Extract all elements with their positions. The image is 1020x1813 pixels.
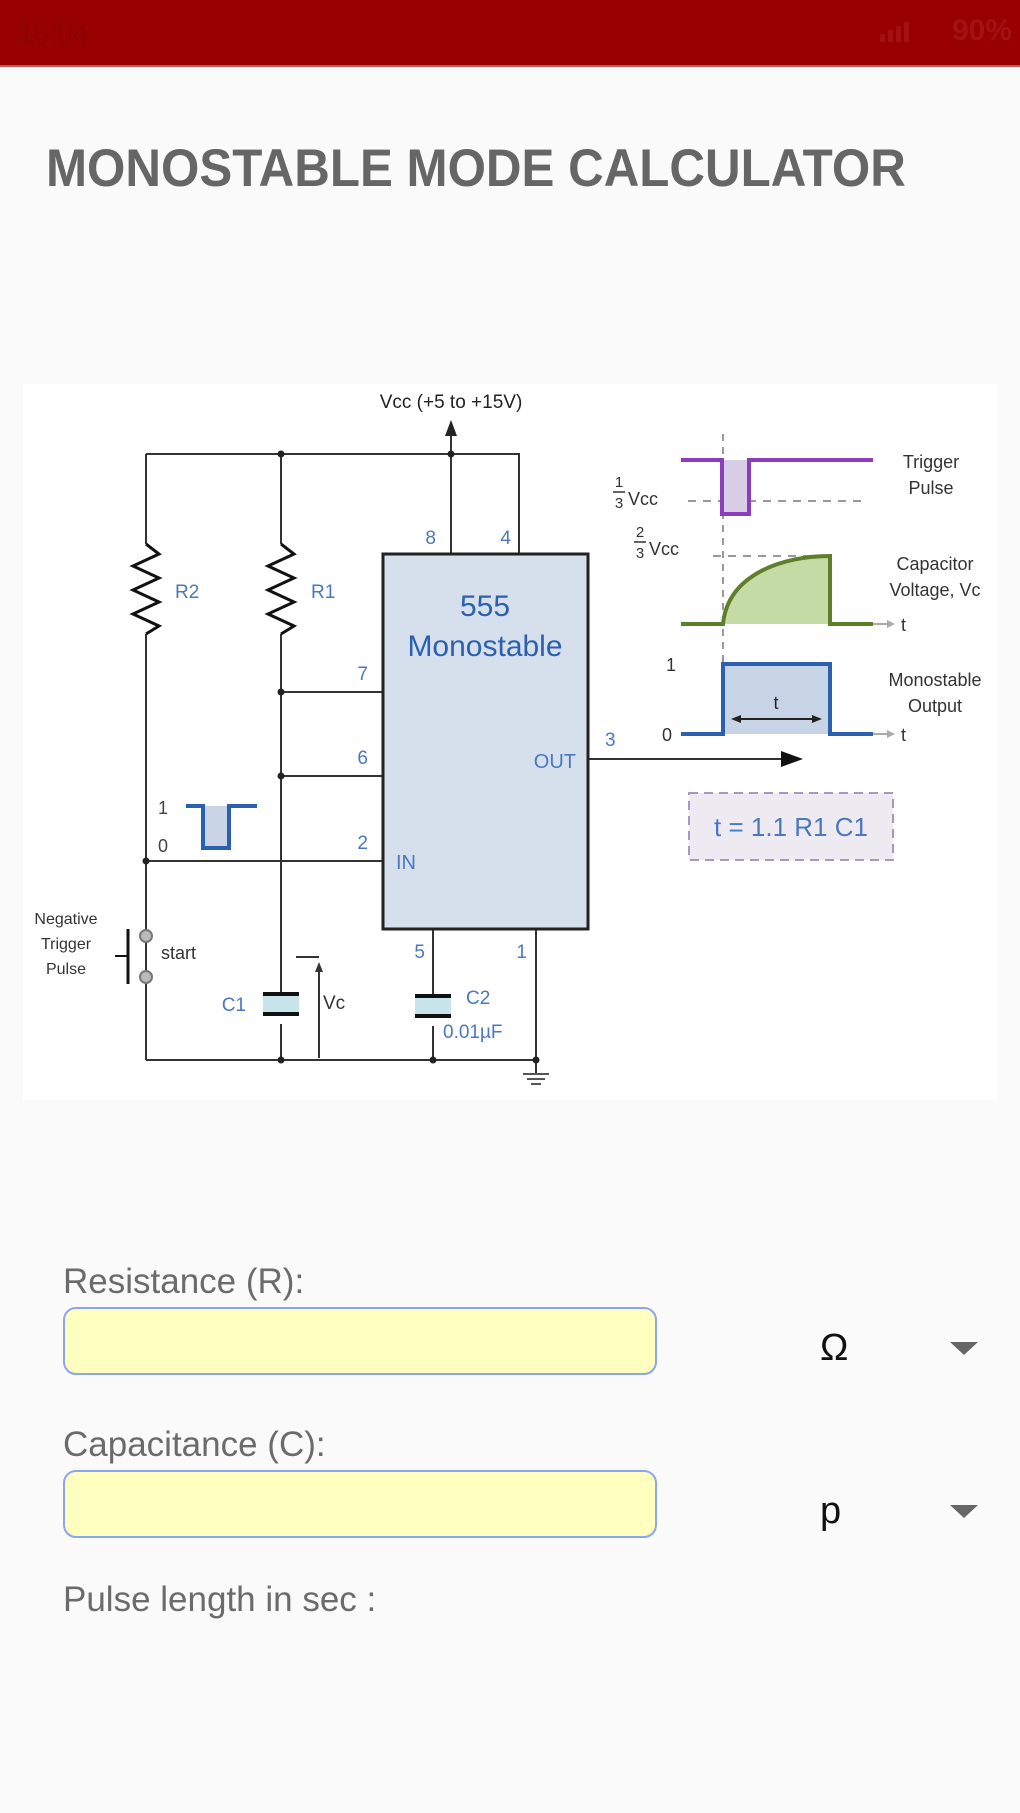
- resistor-r1-icon: [264, 542, 298, 636]
- resistance-unit-value: Ω: [820, 1326, 849, 1369]
- battery-level: 90%: [951, 14, 1012, 47]
- capacitor-waveform: [681, 553, 873, 626]
- input-pulse-icon: [186, 804, 257, 850]
- pin-number-5: 5: [414, 942, 425, 963]
- capacitance-unit-value: p: [820, 1489, 842, 1532]
- chip-555: [381, 552, 590, 931]
- output-axis-arrow-icon: [887, 730, 895, 738]
- c1-label: C1: [222, 995, 246, 1016]
- pin-number-1: 1: [516, 942, 527, 963]
- output-high-label: 1: [666, 655, 676, 675]
- output-axis-label: t: [901, 725, 906, 745]
- pulse-width-label: t: [773, 693, 778, 713]
- pin-out-label: OUT: [534, 751, 576, 773]
- output-waveform: [681, 662, 873, 736]
- pin-in-label: IN: [396, 852, 416, 874]
- trigger-label-line2: Trigger: [41, 936, 92, 953]
- start-switch-icon: [115, 929, 153, 984]
- circuit-diagram: Vcc (+5 to +15V) R2 R1 555 Monostable OU…: [23, 384, 997, 1100]
- trigger-waveform: [681, 458, 873, 516]
- pulse-width-right-arrow-icon: [812, 715, 822, 723]
- capacitance-label: Capacitance (C):: [63, 1425, 326, 1464]
- trigger-threshold-num: 1: [615, 474, 623, 491]
- pin-number-2: 2: [357, 833, 368, 854]
- trigger-label-1: Trigger: [903, 452, 959, 472]
- capacitor-label-1: Capacitor: [896, 554, 973, 574]
- c2-label: C2: [466, 988, 490, 1009]
- trigger-pulse-fill: [722, 460, 749, 514]
- capacitance-unit-dropdown[interactable]: p: [810, 1476, 990, 1546]
- c2-value: 0.01µF: [443, 1022, 503, 1043]
- circuit-diagram-svg: Vcc (+5 to +15V) R2 R1 555 Monostable OU…: [34, 392, 982, 1085]
- capacitor-axis-arrow-icon: [887, 620, 895, 628]
- r2-label: R2: [175, 582, 199, 603]
- pin-number-7: 7: [357, 664, 368, 685]
- capacitor-fill: [723, 556, 830, 624]
- output-arrow-icon: [781, 751, 803, 767]
- signal-icon: [880, 22, 909, 42]
- trigger-threshold-unit: Vcc: [628, 489, 658, 509]
- capacitor-threshold-num: 2: [636, 524, 644, 541]
- formula-text: t = 1.1 R1 C1: [714, 812, 868, 842]
- pin-number-4: 4: [500, 528, 511, 549]
- switch-label: start: [161, 943, 196, 963]
- trigger-label-line3: Pulse: [46, 961, 86, 978]
- trigger-threshold-den: 3: [615, 495, 623, 512]
- trigger-label-line1: Negative: [34, 911, 97, 928]
- pulse-length-label: Pulse length in sec :: [63, 1580, 377, 1619]
- vcc-arrow-icon: [445, 420, 457, 436]
- formula-box: [688, 792, 894, 861]
- output-label-1: Monostable: [888, 670, 981, 690]
- input-pulse-fill: [203, 806, 229, 848]
- r1-label: R1: [311, 582, 335, 603]
- vc-label: Vc: [323, 993, 345, 1014]
- capacitor-axis-label: t: [901, 615, 906, 635]
- chip-name: 555: [460, 590, 510, 623]
- wires: [145, 424, 783, 1074]
- ground-icon: [523, 1073, 549, 1085]
- junction-dots: [142, 450, 540, 1064]
- vcc-label: Vcc (+5 to +15V): [380, 392, 523, 413]
- capacitor-threshold-den: 3: [636, 545, 644, 562]
- capacitor-threshold-unit: Vcc: [649, 539, 679, 559]
- wire-top-rail: [146, 453, 520, 554]
- capacitance-input[interactable]: [63, 1470, 657, 1538]
- dropdown-arrow-icon: [950, 1504, 978, 1518]
- page-title: MONOSTABLE MODE CALCULATOR: [46, 139, 906, 198]
- output-label-2: Output: [908, 696, 962, 716]
- resistance-input[interactable]: [63, 1307, 657, 1375]
- resistance-label: Resistance (R):: [63, 1262, 305, 1301]
- capacitor-c1-icon: [263, 992, 299, 1016]
- pin-number-6: 6: [357, 748, 368, 769]
- dropdown-arrow-icon: [950, 1341, 978, 1355]
- pin-number-8: 8: [425, 528, 436, 549]
- resistance-unit-dropdown[interactable]: Ω: [810, 1313, 990, 1383]
- status-bar: 16:04 90%: [0, 0, 1020, 67]
- input-pulse-high: 1: [158, 798, 168, 818]
- capacitor-c2-icon: [415, 994, 451, 1018]
- output-low-label: 0: [662, 725, 672, 745]
- status-time: 16:04: [18, 18, 89, 49]
- resistor-r2-icon: [129, 542, 163, 636]
- chip-mode: Monostable: [407, 630, 562, 663]
- input-pulse-low: 0: [158, 836, 168, 856]
- vc-arrow-icon: [315, 962, 323, 972]
- pin-number-3: 3: [605, 730, 616, 751]
- trigger-label-2: Pulse: [908, 478, 953, 498]
- pulse-width-left-arrow-icon: [731, 715, 741, 723]
- capacitor-label-2: Voltage, Vc: [889, 580, 980, 600]
